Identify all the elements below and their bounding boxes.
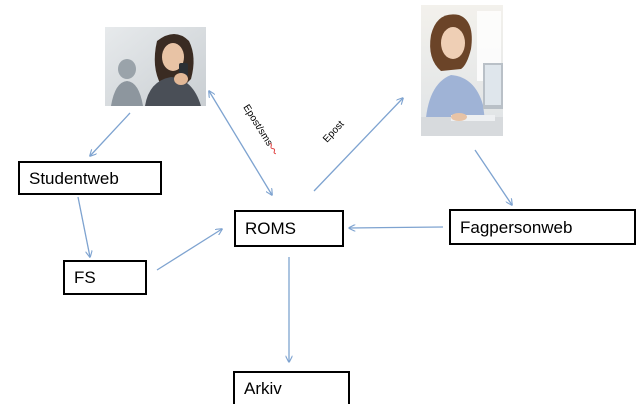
roms-label: ROMS xyxy=(245,219,296,238)
edge-fs-roms xyxy=(156,229,222,271)
fs-label: FS xyxy=(74,268,96,287)
mobile-user-photo xyxy=(105,27,206,106)
fagpersonweb-label: Fagpersonweb xyxy=(460,217,573,237)
edge-studentweb-fs xyxy=(77,196,90,257)
fs-box: FS xyxy=(63,260,147,295)
edge-photo-fagpersonweb xyxy=(474,149,512,205)
edge-label-epost: Epost xyxy=(321,119,347,145)
arkiv-label: Arkiv xyxy=(244,379,282,398)
edge-student-roms xyxy=(209,91,272,195)
spellcheck-underline xyxy=(269,143,277,155)
fagpersonweb-box: Fagpersonweb xyxy=(449,209,636,245)
edge-photo-studentweb xyxy=(90,112,131,156)
edge-fagpersonweb-roms xyxy=(349,227,444,228)
office-worker-illustration xyxy=(421,5,503,136)
edge-label-epost-sms: Epost/sms xyxy=(240,103,274,148)
mobile-user-illustration xyxy=(105,27,206,106)
studentweb-box: Studentweb xyxy=(18,161,162,195)
edge-roms-fagperson xyxy=(313,98,403,192)
office-worker-photo xyxy=(421,5,503,136)
studentweb-label: Studentweb xyxy=(29,168,119,188)
roms-box: ROMS xyxy=(234,210,344,247)
arkiv-box: Arkiv xyxy=(233,371,350,404)
